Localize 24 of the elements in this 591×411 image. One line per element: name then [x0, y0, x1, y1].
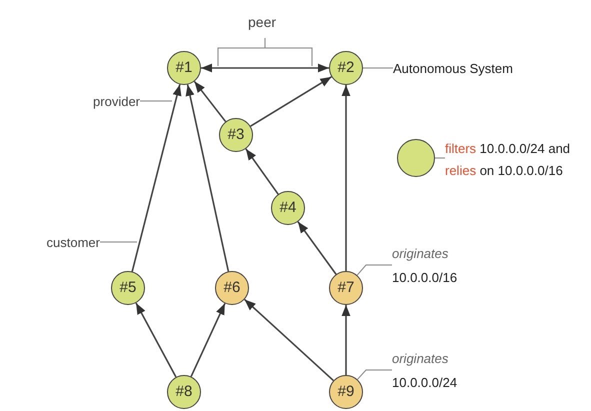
- leader-line: [140, 100, 172, 102]
- arrow: [297, 221, 337, 275]
- arrow: [244, 298, 334, 382]
- note-heading: originates: [392, 245, 448, 263]
- annotation-text: customer: [46, 234, 100, 252]
- arrow: [245, 148, 279, 195]
- note-heading: originates: [392, 350, 448, 368]
- arrow: [342, 85, 350, 271]
- arrow: [342, 305, 350, 375]
- arrow: [201, 64, 329, 72]
- prefix-text: 10.0.0.0/24: [392, 374, 458, 392]
- leader-line: [356, 370, 392, 380]
- annotation-text: Autonomous System: [393, 60, 513, 78]
- arrow: [186, 84, 230, 272]
- leader-line: [356, 264, 392, 276]
- prefix-text: 10.0.0.0/16: [392, 269, 458, 287]
- annotation-text: provider: [93, 93, 140, 111]
- annotation-text: filters 10.0.0.0/24 and relies on 10.0.0.0/16: [445, 140, 572, 180]
- arrow: [250, 76, 332, 127]
- arrow: [194, 80, 226, 122]
- peer-label: peer: [248, 13, 276, 32]
- arrow: [190, 303, 226, 377]
- arrow: [131, 84, 182, 272]
- arrow: [135, 302, 177, 378]
